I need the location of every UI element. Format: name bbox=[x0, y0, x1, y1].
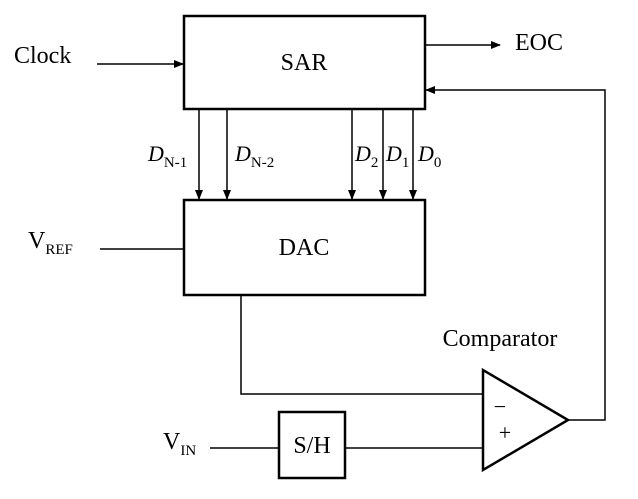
comparator-block bbox=[481, 367, 571, 473]
dac-label: DAC bbox=[279, 235, 330, 261]
bit-label-d1: D1 bbox=[385, 141, 409, 171]
bit-label-d0: D0 bbox=[417, 141, 441, 171]
dac-to-comparator-wire bbox=[240, 295, 483, 395]
bit-label-d2: D2 bbox=[354, 141, 378, 171]
vref-label: VREF bbox=[28, 228, 73, 258]
eoc-label: EOC bbox=[515, 30, 563, 56]
sar-label: SAR bbox=[281, 50, 328, 76]
bit-label-dn-2: DN-2 bbox=[234, 141, 274, 171]
clock-label: Clock bbox=[14, 43, 71, 69]
comparator-label: Comparator bbox=[443, 326, 558, 352]
sample-hold-label: S/H bbox=[293, 433, 330, 459]
vin-label: VIN bbox=[163, 429, 196, 459]
comparator-feedback-arrow bbox=[425, 86, 606, 421]
bit-label-dn-1: DN-1 bbox=[147, 141, 187, 171]
sample-hold-block bbox=[277, 410, 347, 480]
comparator-minus-sign: − bbox=[494, 394, 506, 419]
dac-block bbox=[182, 198, 427, 297]
comparator-plus-sign: + bbox=[499, 420, 511, 445]
sar-block bbox=[182, 14, 427, 111]
